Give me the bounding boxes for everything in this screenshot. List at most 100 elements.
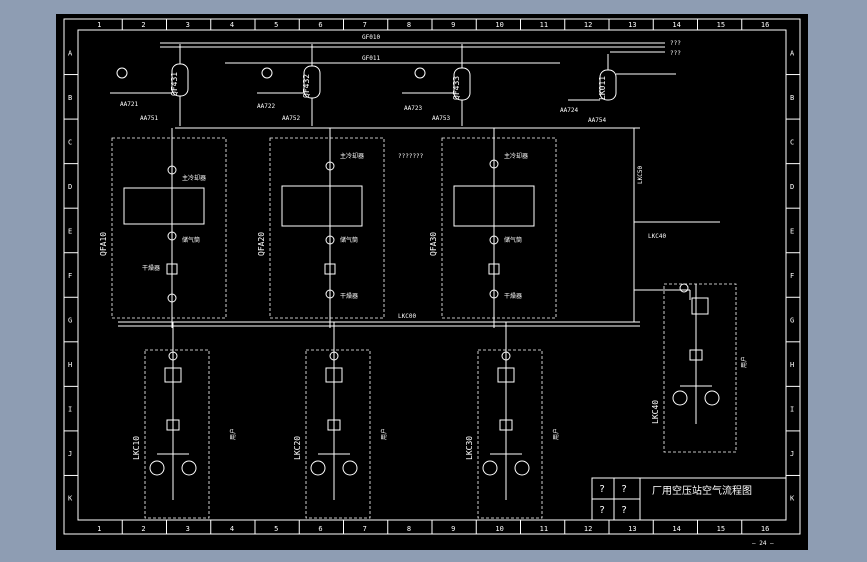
dryer-1-caption-mid: 储气筒 <box>182 236 200 244</box>
title-mark-2: ? <box>621 484 627 495</box>
title-text: 厂用空压站空气流程图 <box>652 484 752 497</box>
grid-col-bottom-10: 10 <box>495 525 503 533</box>
grid-row-left-K: K <box>68 495 73 503</box>
grid-row-left-A: A <box>68 49 73 57</box>
grid-col-bottom-4: 4 <box>230 525 234 533</box>
grid-row-right-K: K <box>790 495 795 503</box>
grid-col-bottom-15: 15 <box>717 525 725 533</box>
dryer-panel-2: 主冷却器 储气筒 干燥器 QFA20 <box>257 128 385 328</box>
dryer-3-caption-mid: 储气筒 <box>504 236 522 244</box>
tank-2-tag-a: AA722 <box>257 103 275 110</box>
right-note-1: ??? <box>670 40 681 47</box>
title-mark-1: ? <box>599 484 605 495</box>
dryer-3-label: QFA30 <box>429 232 438 256</box>
grid-col-top-9: 9 <box>451 21 455 29</box>
grid-row-left-E: E <box>68 227 72 235</box>
grid-col-top-12: 12 <box>584 21 592 29</box>
tank-4: LK011 AA724 AA754 <box>560 54 676 124</box>
tank-4-tag-b: AA754 <box>588 117 606 124</box>
dryer-panel-1: 主冷却器 储气筒 干燥器 QFA10 <box>99 128 227 328</box>
unit-4-label: LKC40 <box>651 400 660 424</box>
grid-row-right-H: H <box>790 361 794 369</box>
unit-1-side: 用户 <box>229 428 237 440</box>
dryer-panel-3: 主冷却器 储气筒 干燥器 QFA30 <box>429 128 557 328</box>
grid-row-left-G: G <box>68 317 72 325</box>
grid-col-top-11: 11 <box>540 21 548 29</box>
tank-1-tag-b: AA751 <box>140 115 158 122</box>
unit-2-side: 用户 <box>380 428 388 440</box>
tank-1: QF431 AA721 AA751 <box>110 44 189 126</box>
page-number: — 24 — <box>752 540 774 547</box>
dryer-1-caption-top: 主冷却器 <box>182 174 206 182</box>
grid-col-bottom-11: 11 <box>540 525 548 533</box>
grid-col-bottom-9: 9 <box>451 525 455 533</box>
grid-col-bottom-12: 12 <box>584 525 592 533</box>
grid-col-bottom-16: 16 <box>761 525 769 533</box>
unit-3-side: 用户 <box>552 428 560 440</box>
grid-col-top-8: 8 <box>407 21 411 29</box>
grid-col-top-2: 2 <box>141 21 145 29</box>
unit-2-label: LKC20 <box>293 436 302 460</box>
tank-3-label: QF433 <box>452 76 461 100</box>
grid-col-top-16: 16 <box>761 21 769 29</box>
grid-col-bottom-14: 14 <box>672 525 680 533</box>
secondary-line-label: GF011 <box>362 55 380 62</box>
grid-row-left-J: J <box>68 450 72 458</box>
grid-col-top-10: 10 <box>495 21 503 29</box>
dryer-3-caption-bot: 干燥器 <box>504 292 522 300</box>
grid-col-bottom-8: 8 <box>407 525 411 533</box>
unit-2: LKC20 用户 <box>293 322 388 519</box>
grid-row-right-I: I <box>790 406 794 414</box>
tank-1-tag-a: AA721 <box>120 101 138 108</box>
right-note-2: ??? <box>670 50 681 57</box>
bus-label: LKC00 <box>398 313 416 320</box>
dryer-3-caption-top: 主冷却器 <box>504 152 528 160</box>
unit-1-label: LKC10 <box>132 436 141 460</box>
tank-3-tag-a: AA723 <box>404 105 422 112</box>
tank-2: QF432 AA722 AA752 <box>257 44 321 126</box>
grid-col-bottom-2: 2 <box>141 525 145 533</box>
dryer-1-caption-bot: 干燥器 <box>142 264 160 272</box>
grid-col-top-4: 4 <box>230 21 234 29</box>
tank-3: QF433 AA723 AA753 <box>402 44 471 126</box>
unit-3: LKC30 用户 <box>465 322 560 519</box>
grid-col-top-14: 14 <box>672 21 680 29</box>
grid-row-left-C: C <box>68 138 72 146</box>
grid-row-left-H: H <box>68 361 72 369</box>
grid-row-left-B: B <box>68 94 72 102</box>
tank-2-label: QF432 <box>302 74 311 98</box>
grid-row-right-B: B <box>790 94 794 102</box>
grid-col-top-7: 7 <box>363 21 367 29</box>
dryer-2-caption-bot: 干燥器 <box>340 292 358 300</box>
tank-4-tag-a: AA724 <box>560 107 578 114</box>
grid-col-top-1: 1 <box>97 21 101 29</box>
tank-3-tag-b: AA753 <box>432 115 450 122</box>
tank-1-label: QF431 <box>170 72 179 96</box>
unit-4: LKC40 用户 <box>651 283 748 453</box>
grid-col-top-5: 5 <box>274 21 278 29</box>
grid-row-right-G: G <box>790 317 794 325</box>
dryer-2-label: QFA20 <box>257 232 266 256</box>
grid-row-right-J: J <box>790 450 794 458</box>
unit-3-label: LKC30 <box>465 436 474 460</box>
grid-row-right-F: F <box>790 272 794 280</box>
unit-1: LKC10 用户 <box>132 322 237 519</box>
title-mark-4: ? <box>621 505 627 516</box>
tank-4-label: LK011 <box>598 76 607 100</box>
middle-note: ??????? <box>398 153 424 160</box>
grid-col-top-13: 13 <box>628 21 636 29</box>
grid-row-left-I: I <box>68 406 72 414</box>
paper <box>56 14 808 550</box>
grid-row-right-C: C <box>790 138 794 146</box>
grid-col-bottom-6: 6 <box>318 525 322 533</box>
dryer-2-caption-top: 主冷却器 <box>340 152 364 160</box>
grid-col-bottom-13: 13 <box>628 525 636 533</box>
title-mark-3: ? <box>599 505 605 516</box>
main-line-label: GF010 <box>362 34 380 41</box>
grid-col-top-6: 6 <box>318 21 322 29</box>
grid-col-bottom-5: 5 <box>274 525 278 533</box>
grid-col-bottom-7: 7 <box>363 525 367 533</box>
